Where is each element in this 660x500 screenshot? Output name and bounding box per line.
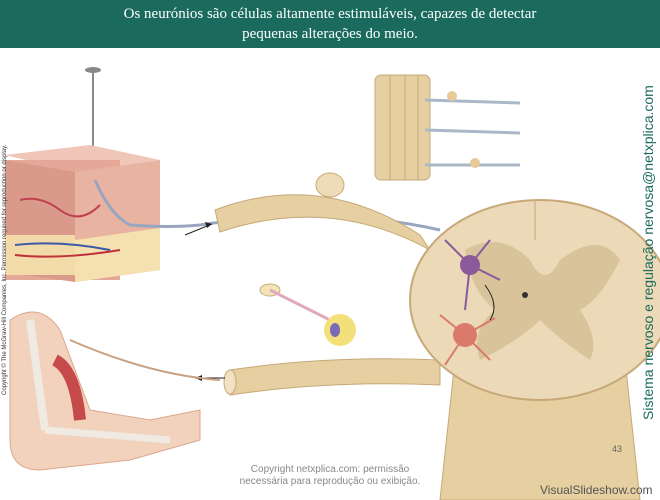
nerve-bundle-detail (374, 74, 521, 181)
sensory-neuron-body (444, 239, 501, 311)
page-number: 43 (612, 444, 623, 454)
arm-illustration (9, 311, 201, 471)
motor-nerve (229, 358, 441, 396)
slide-title: Os neurónios são células altamente estim… (0, 0, 660, 48)
side-title: Sistema nervoso e regulação nervosa@netx… (640, 85, 656, 420)
motor-neuron-body (439, 314, 496, 366)
neuron-inset (259, 283, 356, 346)
slide-title-line1: Os neurónios são células altamente estim… (123, 6, 537, 22)
slide-title-line2: pequenas alterações do meio. (242, 26, 418, 42)
footer-line2: necessária para reprodução ou exibição. (239, 476, 421, 487)
watermark: VisualSlideshow.com (540, 483, 653, 497)
footer-line1: Copyright netxplica.com: permissão (250, 464, 410, 475)
footer-copyright: Copyright netxplica.com: permissão neces… (230, 464, 430, 488)
spinal-cord (409, 199, 660, 500)
skin-block (5, 145, 160, 282)
dorsal-root-ganglion (315, 172, 345, 198)
reflex-arc-illustration (5, 67, 660, 500)
sensory-nerve (214, 194, 431, 251)
copyright-vertical: Copyright © The McGraw-Hill Companies, I… (2, 144, 8, 395)
